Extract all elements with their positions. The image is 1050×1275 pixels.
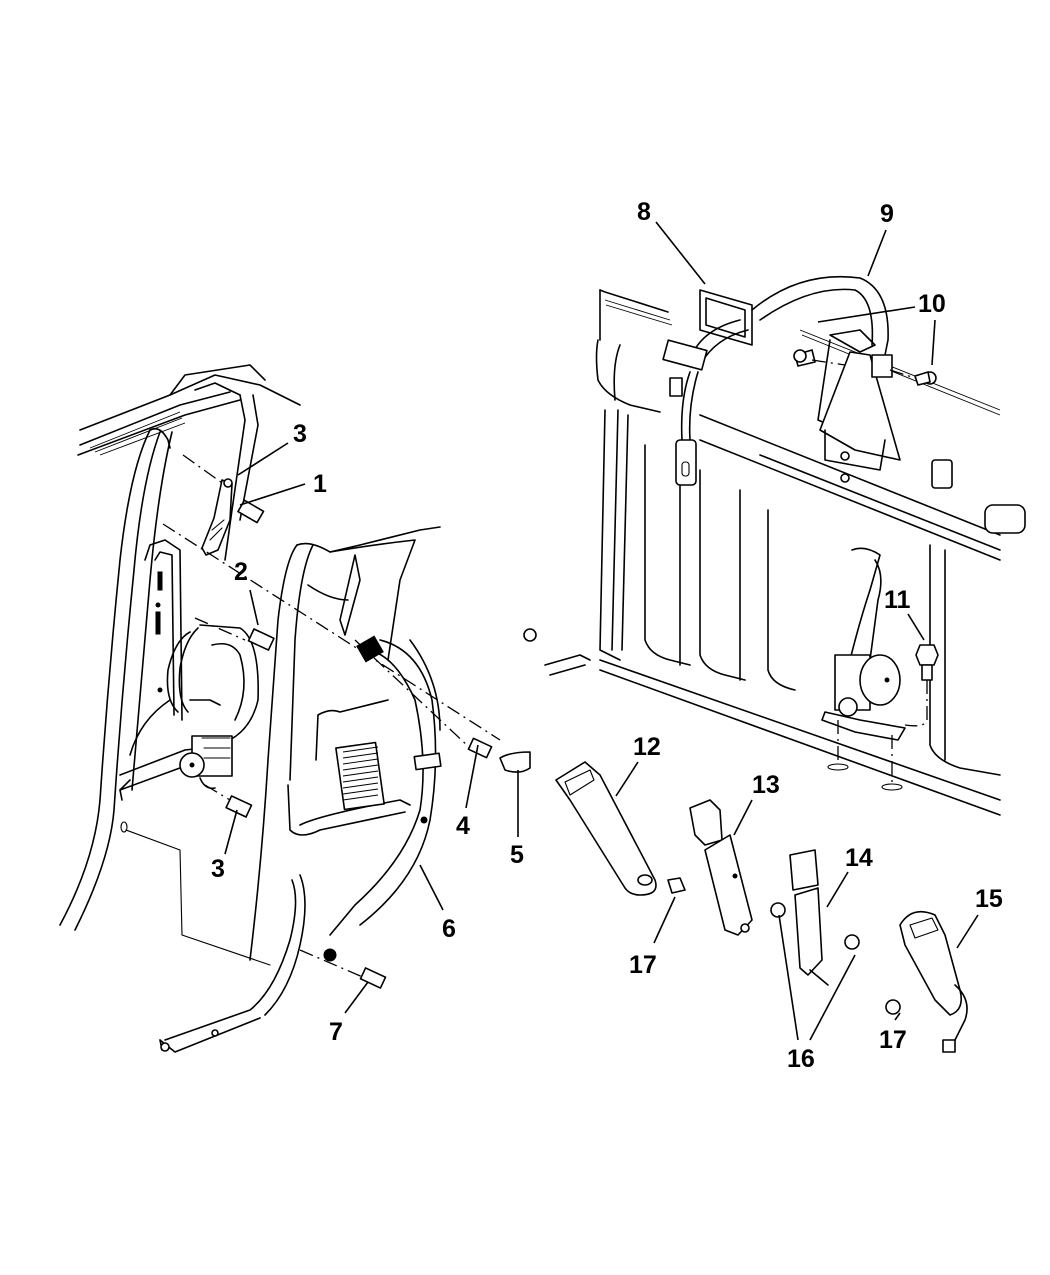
cap-5 [499,751,531,773]
svg-text:13: 13 [752,771,780,799]
svg-text:10: 10 [918,290,946,318]
callout-2: 2 [234,558,259,626]
svg-text:5: 5 [510,841,524,869]
callout-14: 14 [826,844,873,908]
svg-text:3: 3 [293,420,307,448]
bolt-4 [467,737,493,759]
buckle-15 [885,910,968,1053]
retractor-right [821,547,939,791]
lower-pillar [159,874,306,1053]
svg-text:7: 7 [329,1018,343,1046]
svg-text:16: 16 [787,1045,815,1073]
bolts-10 [793,349,937,386]
svg-text:17: 17 [879,1026,907,1054]
callout-3-lower: 3 [211,809,238,883]
callout-17-left: 17 [629,896,676,979]
callout-5: 5 [510,770,524,869]
callout-15: 15 [956,885,1003,949]
bolt-2 [237,499,265,524]
retractor-left [129,624,259,790]
svg-text:12: 12 [633,733,661,761]
svg-text:2: 2 [234,558,248,586]
bolt-7 [359,967,387,989]
callout-8: 8 [637,198,706,285]
svg-text:17: 17 [629,951,657,979]
buckle-14 [789,849,860,986]
callout-6: 6 [419,864,456,943]
fasteners-left [225,499,537,989]
upper-belt-assembly [662,275,901,486]
bed-front-wall [544,289,1026,816]
callout-10-left: 10 [817,290,946,323]
svg-text:14: 14 [845,844,873,872]
assembly-lines-left [162,454,501,979]
bed-right-view [544,275,1026,1053]
bolt-2b [247,628,275,651]
callout-16: 16 [778,914,856,1073]
upper-guide-bracket [201,478,233,556]
callout-3-upper: 3 [237,420,307,476]
bolt-3 [225,795,253,818]
buckle-12 [555,761,686,896]
svg-text:1: 1 [313,470,327,498]
b-pillar [59,394,259,931]
buckle-13 [689,799,786,936]
roof-rail [77,364,301,456]
callout-10-right: 10 [931,319,936,366]
callout-4: 4 [456,744,479,840]
svg-text:3: 3 [211,855,225,883]
callout-17-right: 17 [879,1012,907,1054]
pillar-trim-panel [249,526,441,961]
callout-7: 7 [329,981,369,1046]
callout-11: 11 [884,586,925,641]
svg-text:9: 9 [880,200,894,228]
callout-13: 13 [733,771,780,836]
svg-text:15: 15 [975,885,1003,913]
callout-1: 1 [239,470,327,506]
callouts: 1 2 3 3 4 5 6 7 [211,198,1003,1073]
svg-text:6: 6 [442,915,456,943]
cab-interior-left-view [59,364,537,1053]
svg-text:4: 4 [456,812,470,840]
svg-text:8: 8 [637,198,651,226]
callout-9: 9 [867,200,894,277]
svg-text:11: 11 [884,586,911,614]
callout-12: 12 [615,733,661,797]
